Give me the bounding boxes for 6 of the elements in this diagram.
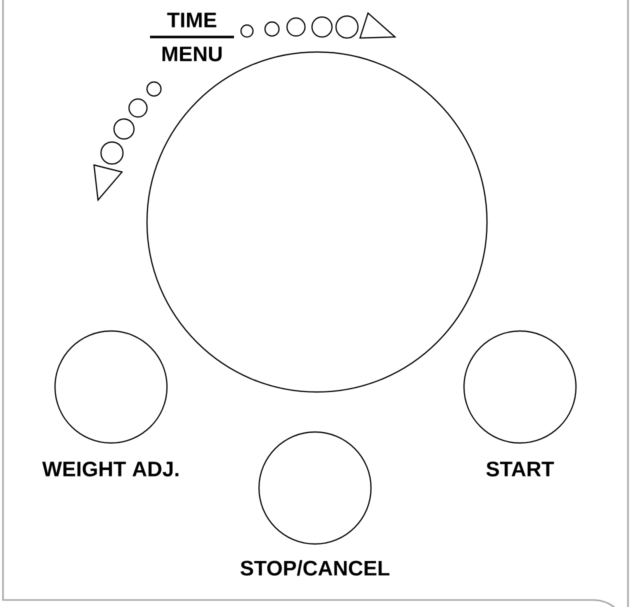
node-label: STOP/CANCEL: [240, 560, 390, 576]
node-label: START: [486, 462, 554, 476]
node-label: TIME: [167, 12, 216, 28]
button: STOP/CANCEL: [240, 431, 390, 576]
dial-knob: TIME MENU: [146, 12, 488, 393]
node-label: WEIGHT ADJ.: [42, 462, 178, 476]
